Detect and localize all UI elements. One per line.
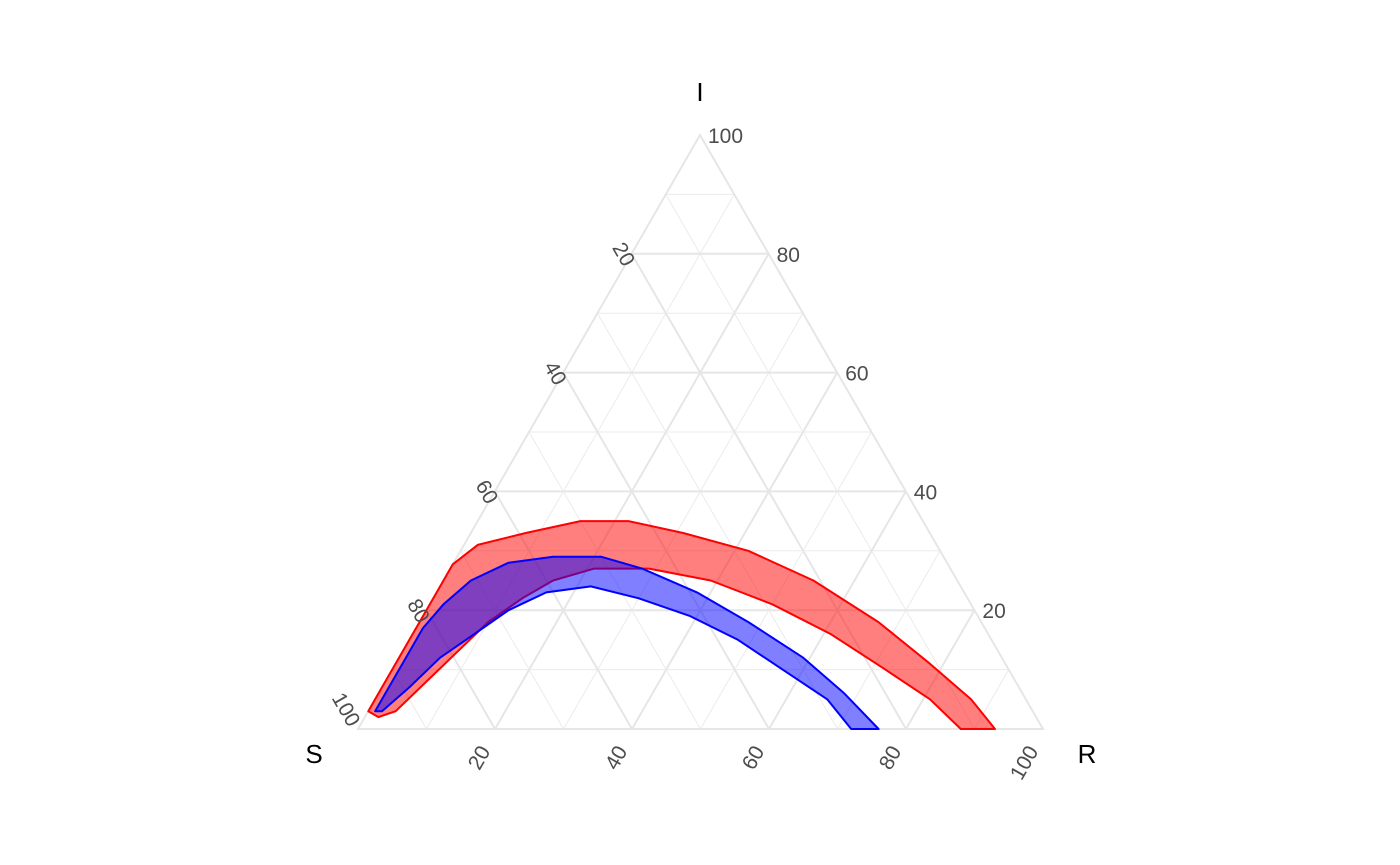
tick-label-right-40: 40: [914, 481, 937, 504]
series-area-blue: [374, 555, 880, 730]
tick-label-left-40: 60: [471, 476, 503, 508]
tick-label-bottom-80: 80: [875, 742, 907, 774]
tick-label-left-60: 40: [539, 357, 571, 389]
grid-line-r-80: [905, 609, 976, 730]
tick-label-right-80: 80: [777, 244, 800, 267]
grid-line-s-10: [665, 194, 975, 730]
grid-line-r-10: [426, 194, 735, 730]
tick-label-right-100: 100: [708, 125, 743, 148]
tick-label-bottom-60: 60: [738, 742, 770, 774]
axis-title-top: I: [696, 77, 703, 107]
triangle-border: [356, 132, 1045, 730]
axis-title-right: R: [1078, 739, 1097, 769]
grid-line-s-60: [493, 490, 633, 730]
tick-label-left-100: 100: [327, 689, 364, 731]
axis-title-left: S: [305, 739, 322, 769]
tick-label-right-60: 60: [845, 363, 868, 386]
grid-line-r-30: [563, 312, 804, 730]
tick-label-bottom-20: 20: [464, 742, 496, 774]
tick-label-bottom-100: 100: [1006, 742, 1043, 784]
series-layer: [367, 520, 996, 730]
tick-label-bottom-40: 40: [601, 742, 633, 774]
tick-label-left-80: 20: [607, 239, 639, 271]
tick-label-right-20: 20: [982, 600, 1005, 623]
